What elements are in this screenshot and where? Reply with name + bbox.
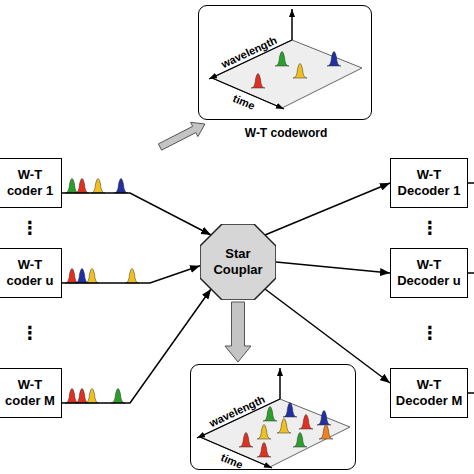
- ellipsis-mark: ⋮: [421, 219, 439, 237]
- codeword-plane: [209, 9, 362, 109]
- encoder-box: W-T coder u: [0, 248, 62, 298]
- axis-label: wavelength: [219, 34, 278, 70]
- codeword-inset: wavelengthtimeW-T codeword: [198, 5, 372, 120]
- ellipsis-mark: ⋮: [421, 324, 439, 342]
- node-label: W-T coder M: [2, 377, 58, 408]
- signal-arrow: [265, 183, 390, 235]
- decoder-box: W-T Decoder M: [390, 368, 468, 418]
- node-label: W-T Decoder u: [394, 257, 464, 288]
- axis-label: wavelength: [207, 393, 266, 429]
- combined-plane: [197, 368, 350, 468]
- ellipsis-mark: ⋮: [21, 219, 39, 237]
- decoder-box: W-T Decoder 1: [390, 158, 468, 208]
- decoder-box: W-T Decoder u: [390, 248, 468, 298]
- block-arrow: [158, 122, 205, 150]
- node-label: W-T Decoder 1: [394, 167, 464, 198]
- star-coupler: Star Couplar: [200, 224, 276, 300]
- signal-arrow: [276, 262, 390, 273]
- signal-arrow: [265, 289, 390, 383]
- block-arrow: [225, 302, 251, 362]
- signal-arrow: [62, 266, 200, 283]
- axis-label: time: [219, 451, 245, 471]
- node-label: W-T coder u: [2, 257, 58, 288]
- axis-label: time: [231, 92, 257, 112]
- node-label: Star Couplar: [207, 246, 269, 277]
- encoder-box: W-T coder M: [0, 368, 62, 418]
- output-line: [468, 183, 474, 393]
- node-label: W-T coder 1: [2, 167, 58, 198]
- ellipsis-mark: ⋮: [21, 324, 39, 342]
- inset-caption: W-T codeword: [245, 127, 327, 140]
- signal-arrow: [62, 193, 211, 235]
- node-label: W-T Decoder M: [394, 377, 464, 408]
- pulse-train: [65, 179, 139, 404]
- combined-inset: wavelength time: [190, 364, 356, 470]
- signal-arrow: [62, 289, 211, 403]
- encoder-box: W-T coder 1: [0, 158, 62, 208]
